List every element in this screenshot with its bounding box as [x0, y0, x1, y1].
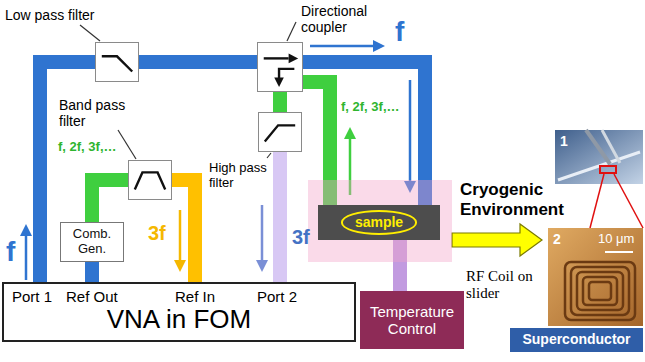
coupler-box: Directional coupler — [257, 42, 303, 92]
port-label: Port 2 — [257, 288, 297, 305]
signal-band — [92, 180, 128, 222]
filter-symbol — [279, 69, 294, 79]
sample-slab: sample — [318, 205, 440, 240]
signal-band — [139, 55, 257, 69]
box-text: Comb. Gen. — [66, 227, 118, 257]
part-name: High pass filter — [209, 161, 271, 191]
part-name: Low pass filter — [5, 7, 115, 23]
filter-symbol — [96, 43, 138, 81]
filter-symbol — [264, 57, 289, 59]
filter-symbol — [129, 161, 171, 199]
signal-label: f — [6, 236, 15, 268]
signal-band — [273, 92, 287, 112]
filter-symbol — [265, 125, 295, 141]
signal-arrow — [404, 80, 416, 193]
filter-box: High pass filter — [258, 112, 302, 152]
region-label: Cryogenic Environment — [460, 180, 572, 219]
filter-symbol — [289, 54, 299, 64]
zoom-arrow — [452, 224, 542, 256]
filter-symbol — [258, 43, 302, 91]
control-box: Temperature Control — [360, 291, 464, 349]
callout-number: 1 — [560, 133, 568, 149]
signal-label: 3f — [292, 226, 310, 249]
filter-symbol — [274, 78, 284, 88]
chip-photo — [555, 130, 643, 184]
signal-arrow — [256, 205, 268, 272]
signal-label: 3f — [148, 222, 166, 245]
filter-symbol — [135, 172, 165, 189]
superconductor-bar — [510, 328, 643, 352]
signal-band — [172, 180, 195, 282]
part-name: Band pass filter — [59, 97, 131, 129]
part-label: RF Coil on slider — [466, 268, 546, 303]
signal-label: f, 2f, 3f,… — [58, 140, 117, 155]
cryogenic-region — [308, 180, 452, 262]
box-text: Temperature Control — [365, 303, 459, 338]
filter-box: Low pass filter — [95, 42, 139, 82]
box-text: VNA in FOM — [107, 305, 251, 335]
port-label: Port 1 — [12, 288, 52, 305]
signal-label: f, 2f, 3f,… — [341, 100, 400, 115]
part-label: Superconductor — [510, 331, 643, 347]
zoom-leader — [590, 174, 643, 228]
signal-band — [273, 152, 287, 282]
signal-band — [85, 262, 99, 282]
signal-label: f — [395, 16, 404, 48]
port-label: Ref Out — [66, 288, 118, 305]
generator-box: Comb. Gen. — [60, 222, 124, 262]
scale-label: 10 μm — [598, 232, 634, 247]
port-label: Ref In — [175, 288, 215, 305]
filter-box: Band pass filter — [128, 160, 172, 200]
filter-symbol — [259, 113, 301, 151]
coil-photo — [548, 228, 643, 326]
signal-arrow — [310, 40, 385, 52]
part-name: Directional coupler — [301, 3, 383, 35]
callout-number: 2 — [553, 231, 561, 247]
filter-symbol — [102, 56, 132, 71]
signal-arrow — [20, 224, 32, 280]
box-text: sample — [341, 210, 417, 234]
signal-arrow — [174, 210, 186, 272]
